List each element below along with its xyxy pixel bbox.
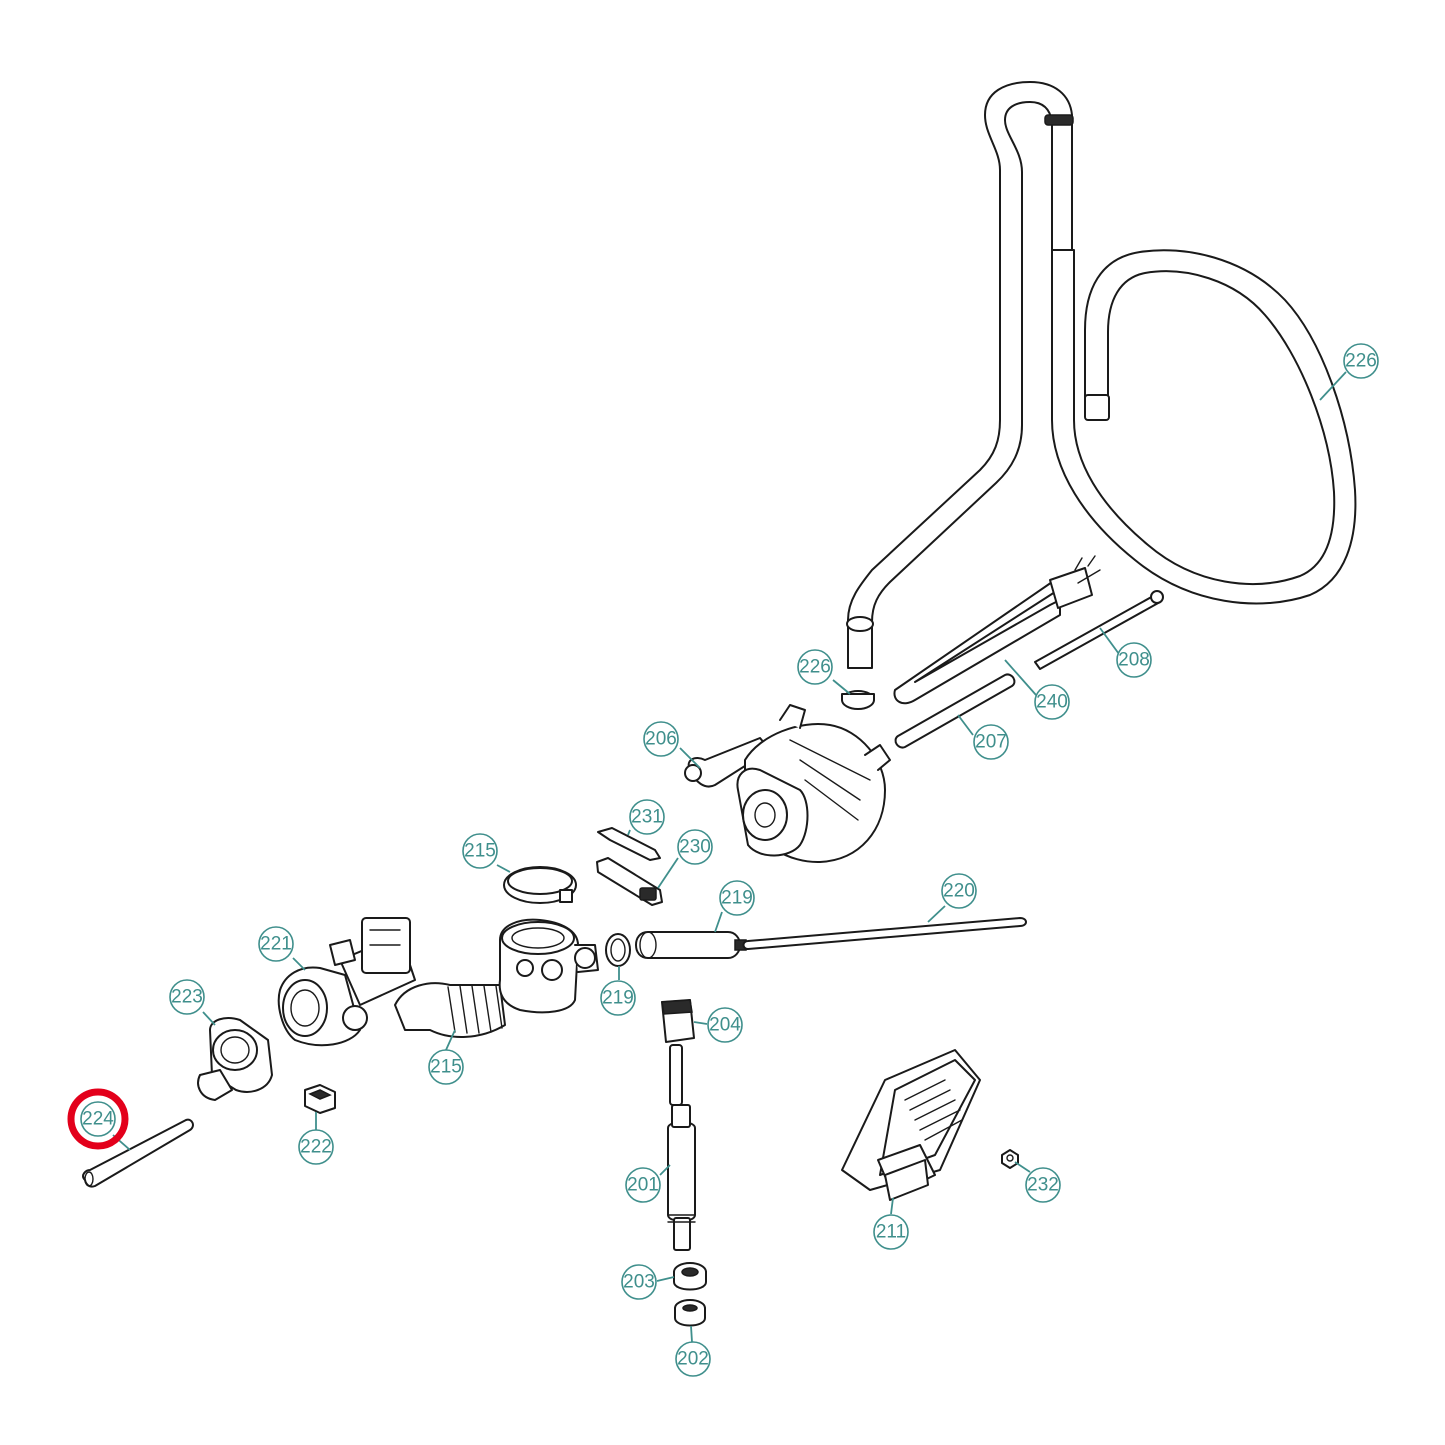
callout-label: 226 xyxy=(1345,351,1377,372)
sensor-231-part xyxy=(597,827,661,861)
callout-label: 211 xyxy=(876,1222,906,1243)
callout-label: 230 xyxy=(679,837,711,858)
callout-label: 207 xyxy=(975,732,1007,753)
corrugated-hose-215-part xyxy=(394,982,506,1038)
sensor-230-part xyxy=(596,857,663,906)
callout-label: 203 xyxy=(623,1272,655,1293)
nut-232-part xyxy=(1001,1149,1019,1169)
callout-label: 231 xyxy=(631,807,663,828)
callout-202[interactable]: 202 xyxy=(675,1341,711,1377)
callout-219-ring[interactable]: 219 xyxy=(600,980,636,1016)
callout-label: 215 xyxy=(430,1057,462,1078)
callout-label: 215 xyxy=(464,841,496,862)
callout-label: 208 xyxy=(1118,650,1150,671)
callout-204[interactable]: 204 xyxy=(707,1007,743,1043)
heater-element-240-part xyxy=(893,555,1101,705)
callout-230[interactable]: 230 xyxy=(677,829,713,865)
callout-label: 219 xyxy=(602,988,634,1009)
callout-label: 220 xyxy=(943,881,975,902)
callout-220[interactable]: 220 xyxy=(941,873,977,909)
callout-222[interactable]: 222 xyxy=(298,1129,334,1165)
callout-label: 240 xyxy=(1036,692,1068,713)
drain-hose-part xyxy=(846,81,1357,669)
callout-215-ring[interactable]: 215 xyxy=(462,833,498,869)
shaft-201-part xyxy=(667,1044,696,1251)
control-module-211-part xyxy=(841,1049,981,1201)
connector-222-part xyxy=(304,1084,336,1114)
callout-label: 219 xyxy=(721,888,753,909)
callout-232[interactable]: 232 xyxy=(1025,1167,1061,1203)
callout-206[interactable]: 206 xyxy=(643,721,679,757)
bearing-202-part xyxy=(674,1299,706,1327)
o-ring-219-part xyxy=(605,933,631,967)
callout-label: 202 xyxy=(677,1349,709,1370)
callout-211[interactable]: 211 xyxy=(873,1214,909,1250)
callout-208[interactable]: 208 xyxy=(1116,642,1152,678)
callout-201[interactable]: 201 xyxy=(625,1167,661,1203)
filter-219-part xyxy=(635,931,747,959)
callout-226-hose[interactable]: 226 xyxy=(1343,343,1379,379)
leader-lines xyxy=(112,371,1347,1343)
callout-label: 222 xyxy=(300,1137,332,1158)
hose-clamp-226-part xyxy=(841,690,875,710)
motor-206-part xyxy=(684,704,891,864)
sump-adapter-223-part xyxy=(197,1017,273,1101)
callout-label: 206 xyxy=(645,729,677,750)
cap-204-part xyxy=(661,999,695,1043)
callout-231[interactable]: 231 xyxy=(629,799,665,835)
bearing-203-part xyxy=(673,1262,707,1291)
callout-221[interactable]: 221 xyxy=(258,926,294,962)
callout-215-hose[interactable]: 215 xyxy=(428,1049,464,1085)
rod-220-part xyxy=(742,917,1027,950)
callout-label: 221 xyxy=(260,934,292,955)
callout-label: 232 xyxy=(1027,1175,1059,1196)
filter-housing-part xyxy=(498,918,599,1014)
callout-207[interactable]: 207 xyxy=(973,724,1009,760)
tube-224-part xyxy=(82,1118,194,1188)
drain-pump-221-part xyxy=(277,917,416,1047)
callout-label: 223 xyxy=(171,987,203,1008)
rod-208-part xyxy=(1034,590,1164,670)
callout-label: 204 xyxy=(709,1015,741,1036)
callout-224[interactable]: 224 xyxy=(67,1088,129,1150)
callout-label: 226 xyxy=(799,657,831,678)
callout-223[interactable]: 223 xyxy=(169,979,205,1015)
callout-label: 224 xyxy=(82,1109,114,1130)
callout-219-filter[interactable]: 219 xyxy=(719,880,755,916)
callout-226-clamp[interactable]: 226 xyxy=(797,649,833,685)
highlight-ring xyxy=(67,1088,129,1150)
pipe-207-part xyxy=(894,673,1016,749)
callout-240[interactable]: 240 xyxy=(1034,684,1070,720)
callout-203[interactable]: 203 xyxy=(621,1264,657,1300)
callout-label: 201 xyxy=(627,1175,659,1196)
clamp-ring-215-part xyxy=(503,866,577,904)
